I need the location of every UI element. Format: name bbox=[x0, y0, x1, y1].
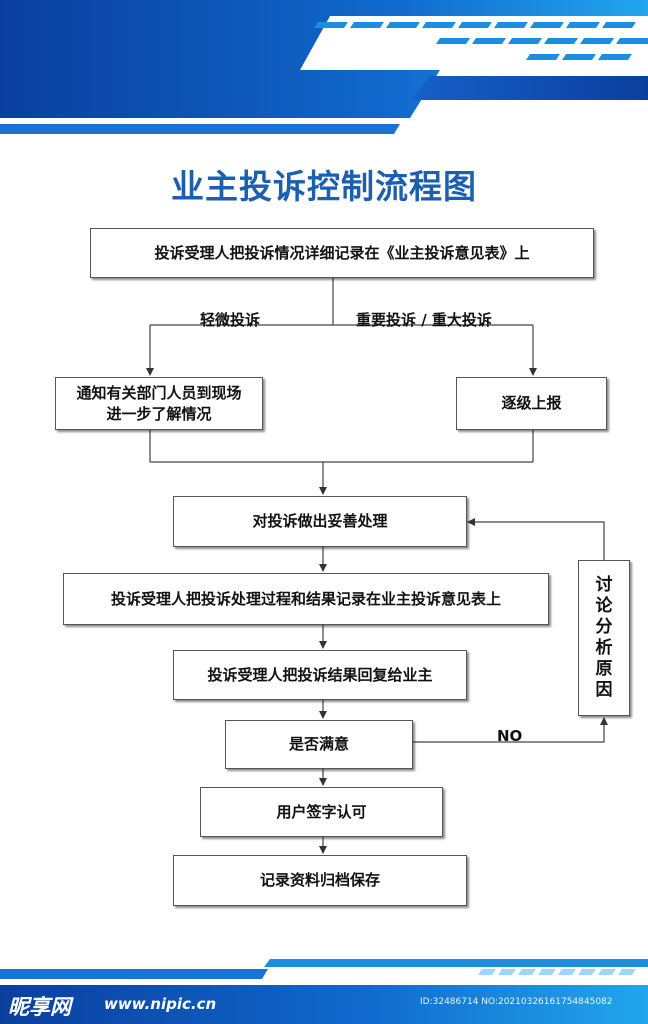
discuss-char: 分 bbox=[595, 617, 613, 637]
minor-complaint-label: 轻微投诉 bbox=[200, 311, 261, 329]
record-complaint-text: 投诉受理人把投诉情况详细记录在《业主投诉意见表》上 bbox=[154, 243, 530, 262]
major-complaint-label: 重要投诉 / 重大投诉 bbox=[356, 311, 492, 329]
notify-dept-line2: 进一步了解情况 bbox=[106, 404, 212, 423]
satisfied-box: 是否满意 bbox=[225, 720, 413, 769]
archive-text: 记录资料归档保存 bbox=[259, 871, 380, 889]
record-result-text: 投诉受理人把投诉处理过程和结果记录在业主投诉意见表上 bbox=[110, 589, 501, 608]
notify-dept-box: 通知有关部门人员到现场 进一步了解情况 bbox=[55, 377, 263, 430]
archive-box: 记录资料归档保存 bbox=[173, 855, 467, 906]
reply-owner-box: 投诉受理人把投诉结果回复给业主 bbox=[173, 650, 467, 700]
escalate-text: 逐级上报 bbox=[501, 394, 562, 412]
handle-box: 对投诉做出妥善处理 bbox=[173, 496, 467, 547]
notify-dept-line1: 通知有关部门人员到现场 bbox=[76, 383, 242, 402]
header-decoration bbox=[0, 0, 648, 134]
discuss-char: 原 bbox=[595, 659, 613, 679]
footer-brand-logo: 昵享网 bbox=[8, 995, 71, 1019]
user-sign-text: 用户签字认可 bbox=[276, 802, 367, 821]
arrow-discuss-to-handle bbox=[467, 518, 605, 560]
footer-decoration bbox=[0, 959, 648, 1024]
footer-site-url: www.nipic.cn bbox=[104, 995, 217, 1013]
record-complaint-box: 投诉受理人把投诉情况详细记录在《业主投诉意见表》上 bbox=[90, 228, 594, 278]
arrow-no-to-discuss bbox=[413, 717, 608, 743]
flow-connectors bbox=[146, 278, 608, 854]
reply-owner-text: 投诉受理人把投诉结果回复给业主 bbox=[207, 665, 433, 684]
discuss-reason-box: 讨 论 分 析 原 因 bbox=[578, 560, 630, 716]
discuss-char: 析 bbox=[595, 638, 613, 658]
user-sign-box: 用户签字认可 bbox=[200, 787, 443, 837]
record-result-box: 投诉受理人把投诉处理过程和结果记录在业主投诉意见表上 bbox=[63, 573, 549, 625]
escalate-box: 逐级上报 bbox=[456, 377, 607, 430]
discuss-char: 论 bbox=[595, 596, 613, 616]
handle-text: 对投诉做出妥善处理 bbox=[252, 512, 388, 530]
no-label: NO bbox=[497, 727, 523, 745]
footer-image-id: ID:32486714 NO:20210326161754845082 bbox=[420, 997, 613, 1007]
page-title: 业主投诉控制流程图 bbox=[171, 167, 477, 206]
discuss-char: 因 bbox=[595, 680, 613, 700]
satisfied-text: 是否满意 bbox=[288, 735, 349, 753]
discuss-char: 讨 bbox=[595, 575, 613, 595]
